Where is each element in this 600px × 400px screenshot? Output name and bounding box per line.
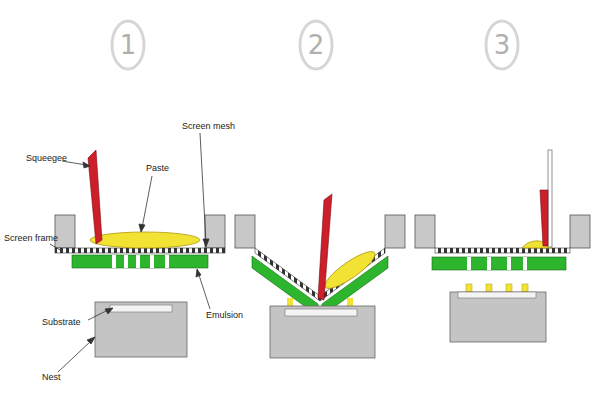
callout-number: 2 (296, 25, 336, 65)
callout-number: 3 (482, 25, 522, 65)
part-label: Screen frame (4, 234, 58, 244)
part-label: Nest (42, 373, 61, 383)
part-label: Substrate (42, 318, 81, 328)
panel-three (415, 150, 590, 342)
number-circle (112, 21, 518, 69)
part-label: Screen mesh (182, 122, 235, 132)
panel-one (50, 133, 225, 372)
part-label: Emulsion (206, 311, 243, 321)
callout-number: 1 (108, 25, 148, 65)
part-label: Paste (146, 164, 169, 174)
part-label: Squeegee (26, 154, 67, 164)
panel-two (235, 194, 405, 358)
